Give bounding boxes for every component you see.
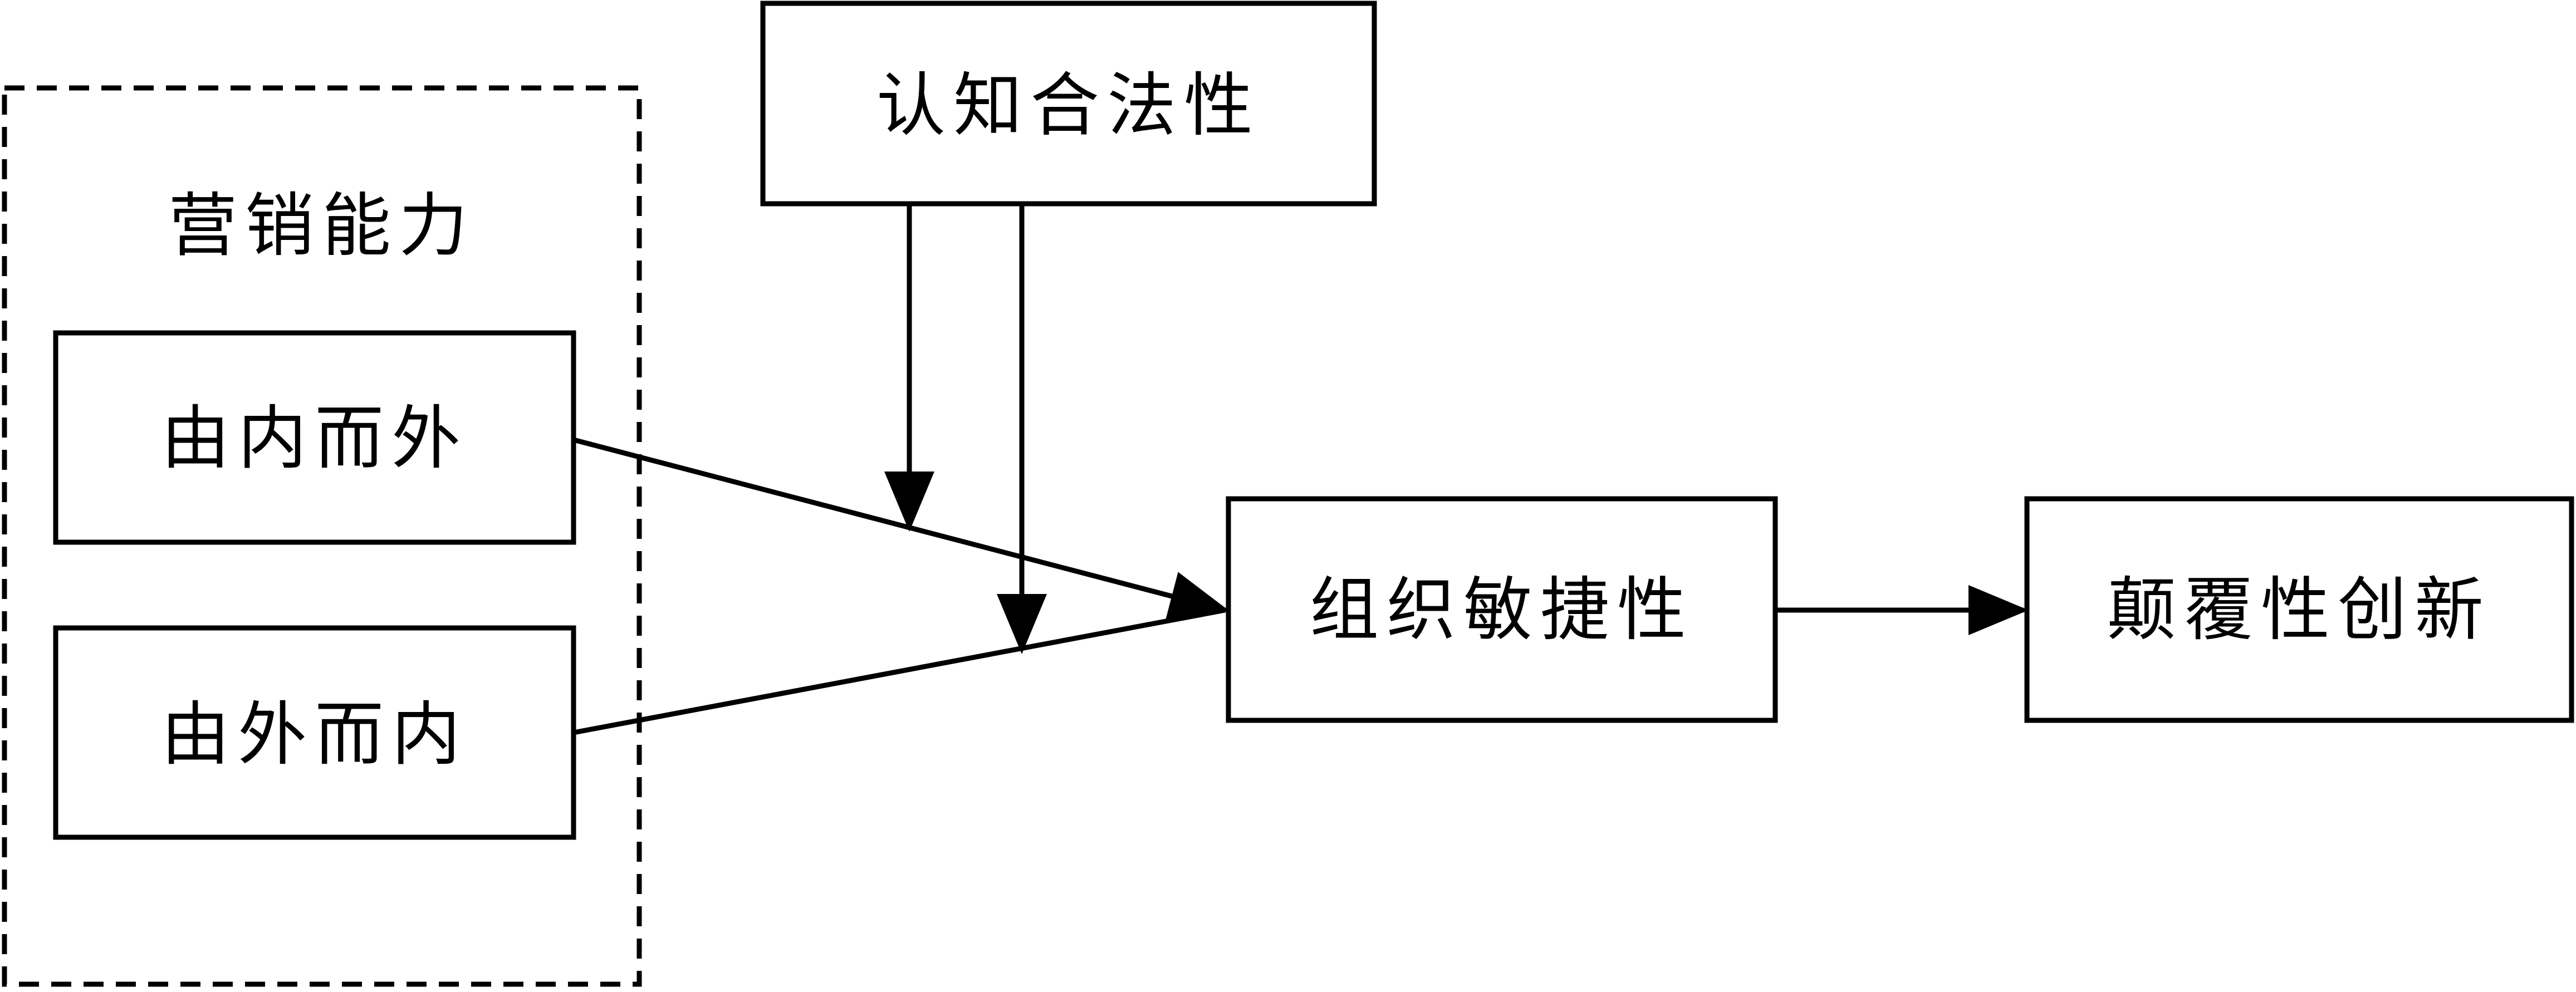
disruptive-innovation-node: 颠覆性创新 xyxy=(2024,496,2574,723)
disruptive-innovation-box xyxy=(2024,496,2574,723)
marketing-capability-label: 营销能力 xyxy=(168,186,476,266)
outside-in-to-agility-line xyxy=(573,607,1226,735)
inside-out-to-agility-arrow xyxy=(572,437,1230,621)
inside-out-box xyxy=(53,330,576,545)
cognitive-legitimacy-label: 认知合法性 xyxy=(876,66,1261,146)
outside-in-box xyxy=(53,625,576,840)
organizational-agility-node: 组织敏捷性 xyxy=(1226,496,1778,723)
marketing-capability-group xyxy=(2,85,642,987)
organizational-agility-label: 组织敏捷性 xyxy=(1310,570,1694,650)
disruptive-innovation-label: 颠覆性创新 xyxy=(2107,570,2491,650)
inside-out-node: 由内而外 xyxy=(53,330,576,545)
outside-in-label: 由外而内 xyxy=(161,695,468,775)
cognitive-legitimacy-box xyxy=(760,1,1377,207)
organizational-agility-box xyxy=(1226,496,1778,723)
cognitive-legitimacy-node: 认知合法性 xyxy=(760,1,1377,207)
inside-out-label: 由内而外 xyxy=(161,399,468,479)
outside-in-node: 由外而内 xyxy=(53,625,576,840)
